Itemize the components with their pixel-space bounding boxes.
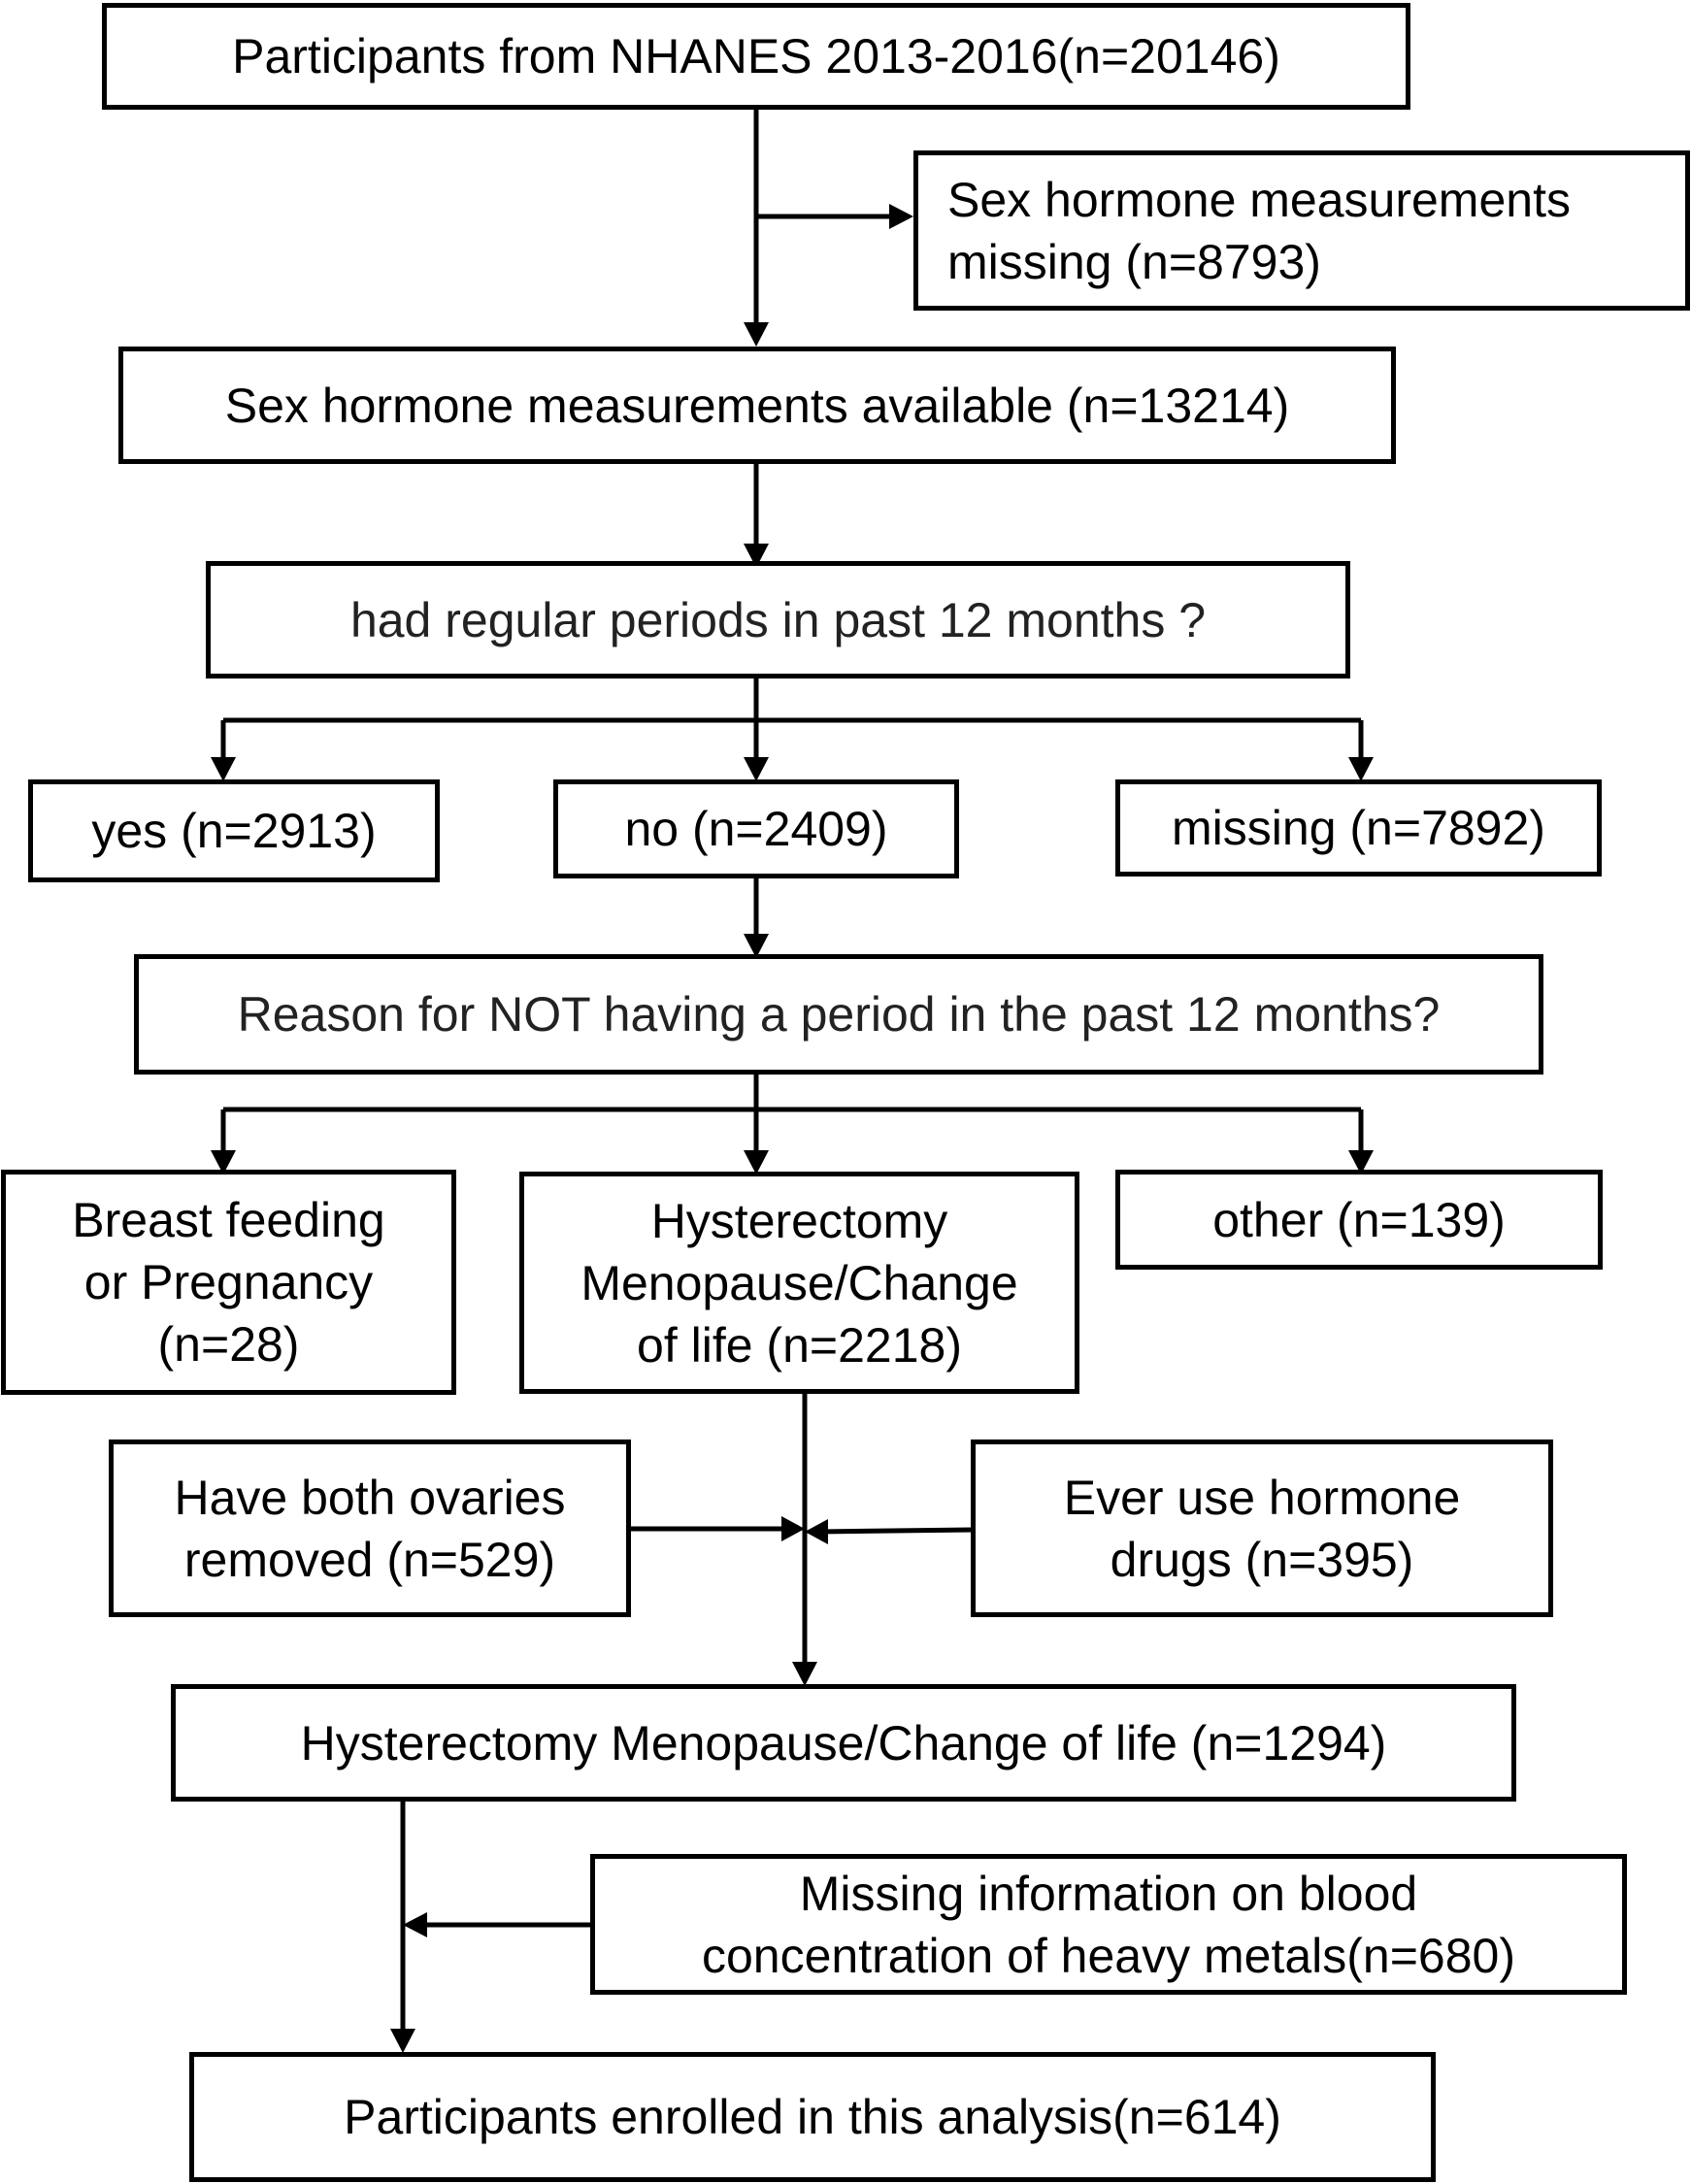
- arrowhead-ovaries: [781, 1516, 805, 1541]
- arrowhead-yes: [211, 757, 236, 781]
- answer-no-box: no (n=2409): [553, 779, 959, 878]
- arrowhead-available: [744, 322, 769, 347]
- start-label: Participants from NHANES 2013-2016(n=201…: [232, 29, 1280, 83]
- start-box: Participants from NHANES 2013-2016(n=201…: [102, 3, 1410, 110]
- reason-breast-feeding-label: Breast feeding or Pregnancy (n=28): [72, 1193, 385, 1372]
- enrolled-label: Participants enrolled in this analysis(n…: [344, 2090, 1281, 2144]
- excluded-hormone-drugs-box: Ever use hormone drugs (n=395): [971, 1439, 1553, 1617]
- arrowhead-reason: [744, 934, 769, 958]
- question-reason-box: Reason for NOT having a period in the pa…: [134, 954, 1543, 1075]
- arrowhead-hysterectomy: [744, 1150, 769, 1175]
- arrowhead-other: [1348, 1150, 1374, 1175]
- question-regular-periods-box: had regular periods in past 12 months ?: [206, 561, 1350, 678]
- arrowhead-heavy-metals: [403, 1912, 427, 1937]
- excluded-missing-hormone-label: Sex hormone measurements missing (n=8793…: [947, 172, 1571, 289]
- reason-breast-feeding-box: Breast feeding or Pregnancy (n=28): [1, 1170, 456, 1395]
- hormone-available-box: Sex hormone measurements available (n=13…: [118, 347, 1396, 464]
- arrowhead-breast-feeding: [211, 1150, 236, 1175]
- arrowhead-missing-answer: [1348, 757, 1374, 781]
- excluded-ovaries-box: Have both ovaries removed (n=529): [109, 1439, 631, 1617]
- excluded-missing-hormone-box: Sex hormone measurements missing (n=8793…: [913, 150, 1690, 311]
- excluded-hormone-drugs-label: Ever use hormone drugs (n=395): [1063, 1470, 1461, 1587]
- hysterectomy-final-label: Hysterectomy Menopause/Change of life (n…: [300, 1715, 1387, 1770]
- arrowhead-hormone-drugs: [805, 1519, 828, 1544]
- question-regular-periods-label: had regular periods in past 12 months ?: [349, 592, 1207, 647]
- answer-no-label: no (n=2409): [624, 802, 888, 856]
- reason-other-box: other (n=139): [1115, 1170, 1603, 1270]
- arrowhead-missing-hormone: [889, 204, 913, 229]
- answer-yes-box: yes (n=2913): [28, 779, 440, 882]
- arrowhead-no: [744, 757, 769, 781]
- excluded-ovaries-label: Have both ovaries removed (n=529): [174, 1470, 566, 1587]
- hormone-available-label: Sex hormone measurements available (n=13…: [224, 378, 1290, 433]
- hysterectomy-final-box: Hysterectomy Menopause/Change of life (n…: [171, 1684, 1516, 1802]
- arrow-hormone-drugs-exclusion: [817, 1527, 974, 1535]
- question-reason-label: Reason for NOT having a period in the pa…: [237, 987, 1441, 1042]
- reason-hysterectomy-box: Hysterectomy Menopause/Change of life (n…: [519, 1172, 1079, 1394]
- answer-missing-box: missing (n=7892): [1115, 779, 1602, 877]
- excluded-heavy-metals-label: Missing information on blood concentrati…: [702, 1866, 1515, 1983]
- reason-hysterectomy-label: Hysterectomy Menopause/Change of life (n…: [580, 1193, 1018, 1373]
- arrowhead-question: [744, 544, 769, 568]
- enrolled-box: Participants enrolled in this analysis(n…: [189, 2052, 1436, 2182]
- arrowhead-enrolled: [390, 2029, 415, 2053]
- answer-missing-label: missing (n=7892): [1172, 801, 1545, 855]
- excluded-heavy-metals-box: Missing information on blood concentrati…: [590, 1854, 1627, 1995]
- answer-yes-label: yes (n=2913): [91, 804, 377, 858]
- reason-other-label: other (n=139): [1212, 1192, 1506, 1247]
- arrowhead-final: [792, 1662, 817, 1686]
